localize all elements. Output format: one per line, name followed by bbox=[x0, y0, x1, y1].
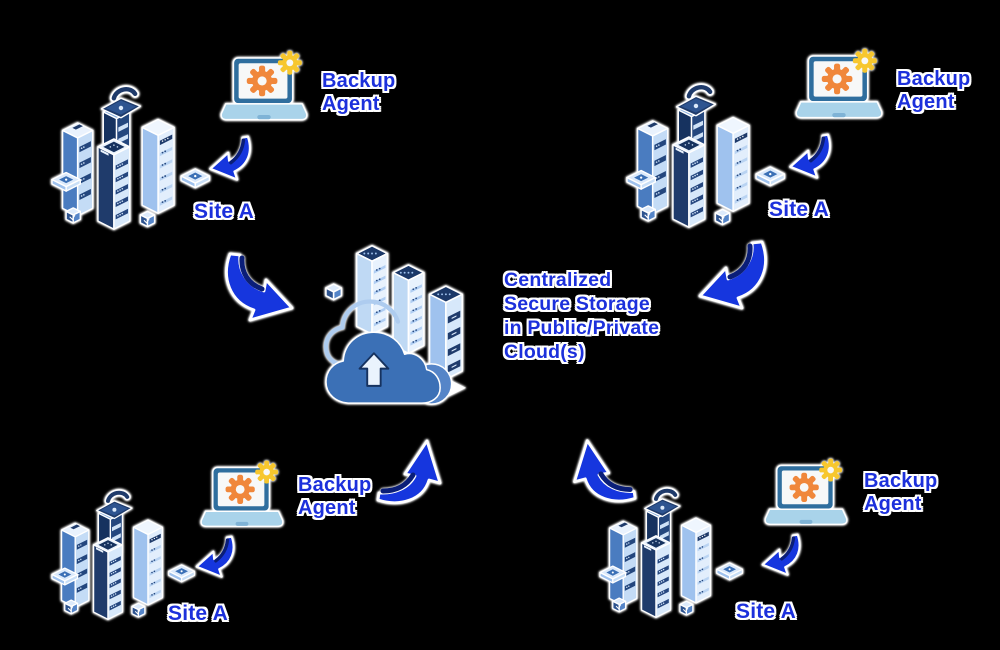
site-label: Site A bbox=[194, 200, 254, 223]
site-to-cloud-arrow-bottom-right bbox=[552, 430, 642, 510]
site-to-cloud-arrow-top-right bbox=[692, 238, 772, 322]
backup-agent-laptop-icon bbox=[220, 50, 308, 121]
laptop-to-servers-arrow-icon bbox=[760, 532, 802, 577]
site-group-bottom-right: Backup Agent Site A bbox=[588, 448, 1000, 650]
laptop-to-servers-arrow-icon bbox=[194, 534, 236, 579]
site-group-top-right: Backup Agent Site A bbox=[615, 48, 1000, 233]
backup-agent-laptop-icon bbox=[200, 459, 284, 528]
site-to-cloud-arrow-bottom-left bbox=[376, 430, 458, 512]
backup-agent-laptop-icon bbox=[764, 457, 848, 526]
backup-agent-label: Backup Agent bbox=[322, 70, 396, 115]
backup-agent-laptop-icon bbox=[795, 48, 883, 119]
laptop-to-servers-arrow-icon bbox=[788, 132, 832, 180]
backup-agent-label: Backup Agent bbox=[298, 474, 372, 519]
laptop-to-servers-arrow-icon bbox=[208, 134, 252, 182]
central-storage-group: Centralized Secure Storage in Public/Pri… bbox=[318, 234, 718, 414]
site-group-top-left: Backup Agent Site A bbox=[40, 50, 440, 235]
central-storage-illustration bbox=[324, 242, 492, 407]
site-label: Site A bbox=[769, 198, 829, 221]
central-storage-caption: Centralized Secure Storage in Public/Pri… bbox=[504, 269, 660, 363]
backup-agent-label: Backup Agent bbox=[897, 68, 971, 113]
backup-agent-label: Backup Agent bbox=[864, 470, 938, 515]
site-label: Site A bbox=[736, 600, 796, 623]
site-label: Site A bbox=[168, 602, 228, 625]
site-group-bottom-left: Backup Agent Site A bbox=[40, 452, 440, 650]
site-to-cloud-arrow-top-left bbox=[220, 250, 300, 334]
